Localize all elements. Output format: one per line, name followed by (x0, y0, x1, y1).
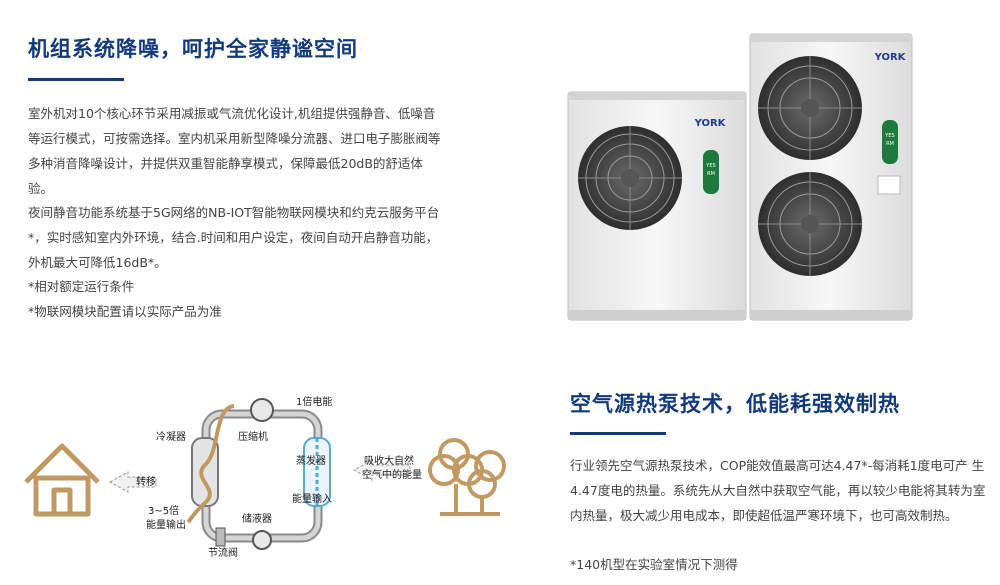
noise-paragraph-1: 室外机对10个核心环节采用减振或气流优化设计,机组提供强静音、低噪音等运行模式，… (28, 106, 441, 196)
heatpump-title-underline (570, 432, 666, 435)
outdoor-units-illustration: YORK YES RM YORK YES RM (567, 33, 913, 321)
svg-text:RM: RM (707, 171, 715, 177)
throttle-valve-icon (215, 527, 226, 547)
label-absorb-2: 空气中的能量 (362, 468, 422, 481)
label-evaporator: 蒸发器 (296, 454, 326, 467)
compressor-icon (250, 398, 274, 422)
svg-text:RM: RM (886, 141, 894, 147)
yes-rm-badge-large (882, 120, 898, 164)
label-compressor: 压缩机 (238, 430, 268, 443)
label-energy-input: 能量输入 (292, 492, 332, 505)
lower-fan-grille-icon (758, 172, 862, 276)
label-one-electric: 1倍电能 (296, 395, 332, 408)
york-logo: YORK (694, 118, 727, 129)
heatpump-footnote: *140机型在实验室情况下测得 (570, 557, 738, 572)
large-outdoor-unit: YORK YES RM (749, 33, 913, 321)
label-output-2: 能量输出 (146, 518, 186, 531)
label-receiver: 储液器 (242, 512, 272, 525)
heat-flow-path (186, 404, 235, 524)
house-icon (24, 443, 100, 517)
absorb-arrow-icon (352, 459, 411, 481)
noise-paragraph-2: 夜间静音功能系统基于5G网络的NB-IOT智能物联网模块和约克云服务平台*，实时… (28, 205, 440, 270)
svg-text:YES: YES (705, 163, 715, 169)
noise-section-title: 机组系统降噪，呵护全家静谧空间 (28, 37, 358, 61)
yes-rm-badge (703, 150, 719, 194)
receiver-icon (252, 530, 272, 550)
york-logo-large: YORK (874, 52, 907, 63)
label-output-1: 3~5倍 (148, 504, 179, 517)
label-condenser: 冷凝器 (156, 430, 186, 443)
rating-label (877, 175, 901, 195)
label-absorb-1: 吸收大自然 (364, 454, 414, 467)
upper-fan-grille-icon (758, 56, 862, 160)
label-throttle: 节流阀 (208, 546, 238, 559)
heatpump-section-title: 空气源热泵技术，低能耗强效制热 (570, 392, 900, 416)
small-outdoor-unit: YORK YES RM (567, 91, 747, 321)
tree-icon (428, 438, 506, 516)
label-transfer: 转移 (136, 475, 156, 488)
noise-footnote-2: *物联网模块配置请以实际产品为准 (28, 304, 222, 319)
heat-pump-cycle-diagram: 1倍电能 冷凝器 压缩机 蒸发器 吸收大自然 空气中的能量 转移 能量输入 3~… (24, 395, 506, 559)
svg-text:YES: YES (884, 133, 894, 139)
noise-title-underline (28, 78, 124, 81)
heatpump-paragraph: 行业领先空气源热泵技术，COP能效值最高可达4.47*-每消耗1度电可产 生4.… (570, 458, 986, 523)
noise-footnote-1: *相对额定运行条件 (28, 279, 135, 294)
transfer-arrow-icon (108, 471, 157, 493)
